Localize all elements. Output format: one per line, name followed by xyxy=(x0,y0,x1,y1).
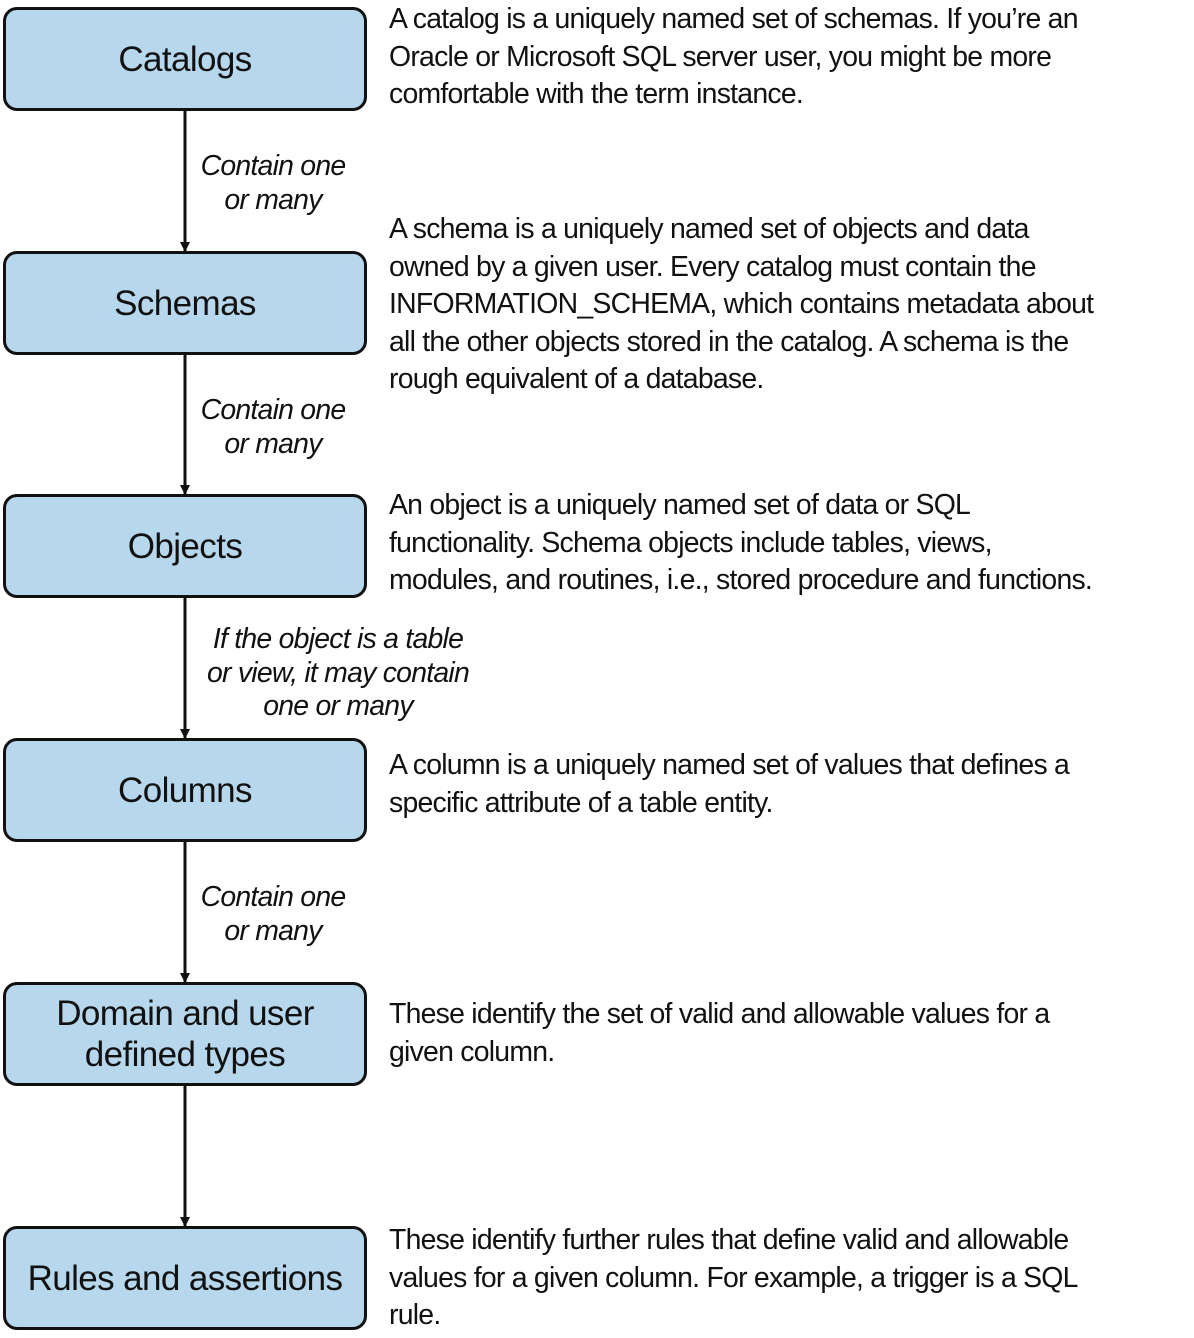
edge-label-line: Contain one xyxy=(200,881,347,913)
node-label-line: Objects xyxy=(127,526,243,566)
node-label-line: defined types xyxy=(84,1035,286,1074)
node-columns: Columns xyxy=(3,738,367,842)
node-label: Columns xyxy=(118,770,253,811)
description-line: owned by a given user. Every catalog mus… xyxy=(389,250,1037,283)
node-objects: Objects xyxy=(3,494,367,598)
description-line: modules, and routines, i.e., stored proc… xyxy=(389,564,1093,596)
node-label-line: Columns xyxy=(118,770,253,810)
description-line: rule. xyxy=(389,1299,441,1331)
description-line: These identify the set of valid and allo… xyxy=(389,998,1050,1030)
description-domain-types: These identify the set of valid and allo… xyxy=(389,996,1194,1071)
description-objects: An object is a uniquely named set of dat… xyxy=(389,487,1194,600)
edge-label-objects-columns: If the object is a table or view, it may… xyxy=(190,623,486,724)
edge-label-line: or many xyxy=(224,427,322,460)
edge-label-line: or many xyxy=(224,914,322,947)
description-line: A catalog is a uniquely named set of sch… xyxy=(389,3,1079,35)
description-schemas: A schema is a uniquely named set of obje… xyxy=(389,211,1194,399)
description-rules: These identify further rules that define… xyxy=(389,1222,1194,1335)
description-line: These identify further rules that define… xyxy=(389,1224,1069,1256)
node-label: Objects xyxy=(127,526,243,567)
edge-label-line: one or many xyxy=(263,690,413,722)
edge-label-columns-domain-types: Contain one or many xyxy=(190,881,356,948)
node-label: Catalogs xyxy=(118,39,252,80)
description-line: comfortable with the term instance. xyxy=(389,78,804,110)
description-line: A column is a uniquely named set of valu… xyxy=(389,749,1070,781)
description-line: An object is a uniquely named set of dat… xyxy=(389,489,971,521)
node-schemas: Schemas xyxy=(3,251,367,355)
description-line: given column. xyxy=(389,1035,555,1068)
description-catalogs: A catalog is a uniquely named set of sch… xyxy=(389,1,1194,114)
edge-label-line: or many xyxy=(224,183,322,216)
description-line: Oracle or Microsoft SQL server user, you… xyxy=(389,40,1052,73)
edge-label-line: Contain one xyxy=(200,150,347,182)
edge-label-line: If the object is a table xyxy=(212,623,464,655)
description-line: specific attribute of a table entity. xyxy=(389,786,773,819)
edge-label-schemas-objects: Contain one or many xyxy=(190,394,356,461)
node-label: Domain and user defined types xyxy=(56,993,314,1075)
description-line: functionality. Schema objects include ta… xyxy=(389,526,993,559)
description-columns: A column is a uniquely named set of valu… xyxy=(389,747,1194,822)
node-label-line: Schemas xyxy=(114,283,256,323)
description-line: values for a given column. For example, … xyxy=(389,1261,1078,1294)
edge-label-line: or view, it may contain xyxy=(206,656,470,689)
edge-label-line: Contain one xyxy=(200,394,347,426)
node-domain-types: Domain and user defined types xyxy=(3,982,367,1086)
node-label: Rules and assertions xyxy=(28,1258,343,1299)
node-label-line: Domain and user xyxy=(56,994,314,1033)
description-line: all the other objects stored in the cata… xyxy=(389,325,1069,358)
node-label-line: Catalogs xyxy=(118,39,252,79)
description-line: INFORMATION_SCHEMA, which contains metad… xyxy=(389,288,1094,320)
node-label: Schemas xyxy=(114,283,256,324)
node-rules: Rules and assertions xyxy=(3,1226,367,1330)
edge-label-catalogs-schemas: Contain one or many xyxy=(190,150,356,217)
description-line: A schema is a uniquely named set of obje… xyxy=(389,213,1029,245)
node-catalogs: Catalogs xyxy=(3,7,367,111)
description-line: rough equivalent of a database. xyxy=(389,363,764,395)
node-label-line: Rules and assertions xyxy=(27,1258,343,1298)
